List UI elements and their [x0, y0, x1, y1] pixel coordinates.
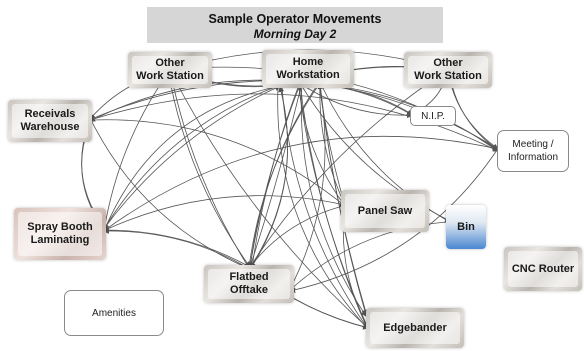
- node-meeting-information: Meeting / Information: [497, 130, 569, 172]
- movement-arrow: [248, 82, 321, 269]
- node-label: Receivals Warehouse: [20, 108, 80, 133]
- movement-arrow: [103, 227, 249, 269]
- node-label: Other Work Station: [136, 57, 204, 82]
- diagram-title: Sample Operator Movements: [208, 12, 382, 26]
- movement-arrow: [104, 195, 346, 231]
- movement-arrow: [318, 83, 347, 207]
- movement-arrow: [89, 93, 499, 152]
- node-label: Amenities: [92, 307, 136, 319]
- diagram-subtitle: Morning Day 2: [253, 27, 337, 41]
- movement-arrow: [250, 86, 289, 269]
- node-other-work-station-left: Other Work Station: [128, 52, 212, 88]
- movement-arrow: [277, 85, 369, 330]
- movement-arrow: [300, 81, 367, 317]
- node-receivals-warehouse: Receivals Warehouse: [8, 100, 92, 142]
- node-nip: N.I.P.: [410, 106, 456, 126]
- node-flatbed-offtake: Flatbed Offtake: [204, 265, 294, 303]
- node-spray-booth-laminating: Spray Booth Laminating: [14, 208, 106, 260]
- movement-arrow: [247, 81, 302, 268]
- node-other-work-station-right: Other Work Station: [404, 52, 492, 88]
- movement-arrow: [248, 81, 303, 268]
- movement-arrow: [103, 85, 279, 230]
- movement-arrow: [249, 85, 288, 269]
- node-label: Edgebander: [383, 321, 447, 334]
- node-label: Flatbed Offtake: [229, 271, 269, 296]
- movement-arrow: [297, 81, 413, 119]
- node-amenities: Amenities: [64, 290, 164, 336]
- node-bin: Bin: [446, 205, 486, 249]
- node-label: CNC Router: [511, 262, 575, 275]
- diagram-title-box: Sample Operator Movements Morning Day 2: [147, 7, 443, 43]
- movement-arrow: [289, 149, 498, 293]
- node-panel-saw: Panel Saw: [341, 190, 429, 232]
- movement-arrow: [168, 69, 250, 269]
- movement-arrow: [281, 85, 369, 330]
- node-label: Panel Saw: [357, 204, 413, 217]
- movement-arrow: [91, 119, 346, 207]
- movement-arrow: [90, 119, 251, 270]
- node-edgebander: Edgebander: [366, 308, 464, 348]
- movement-arrow: [319, 81, 497, 151]
- node-label: Other Work Station: [414, 57, 482, 82]
- node-label: Bin: [457, 220, 475, 233]
- movement-arrow: [289, 221, 449, 291]
- node-label: Spray Booth Laminating: [27, 221, 93, 246]
- movement-arrow: [249, 204, 348, 268]
- movement-arrow: [104, 135, 499, 231]
- node-cnc-router: CNC Router: [504, 247, 582, 291]
- movement-arrow: [319, 82, 414, 116]
- node-label: Home Workstation: [276, 56, 340, 81]
- movement-arrow: [102, 85, 281, 231]
- movement-arrow: [169, 69, 369, 329]
- node-label: N.I.P.: [421, 110, 445, 122]
- movement-arrow: [249, 69, 449, 268]
- node-home-workstation: Home Workstation: [262, 50, 354, 88]
- movement-arrow: [251, 81, 302, 269]
- node-label: Meeting / Information: [507, 139, 559, 163]
- movement-arrow: [102, 229, 251, 268]
